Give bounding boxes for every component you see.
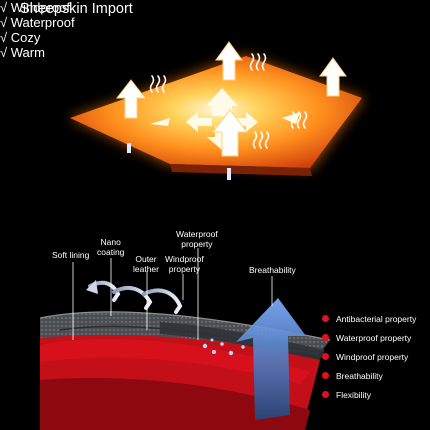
legend-item: Antibacterial property xyxy=(322,313,416,332)
property-legend: Antibacterial property Waterproof proper… xyxy=(322,313,416,408)
bullet-dot-icon xyxy=(322,315,329,322)
bullet-dot-icon xyxy=(322,391,329,398)
fabric-layers-diagram xyxy=(39,311,331,430)
feature-item: √ Waterproof xyxy=(0,15,75,30)
water-drop-icon xyxy=(202,338,245,356)
breathability-arrow-icon xyxy=(236,298,306,420)
feature-item: √ Warm xyxy=(0,45,45,60)
label-outer-leather: Outer leather xyxy=(133,254,159,274)
wind-arrowhead-icon xyxy=(86,280,98,294)
feature-item: √ Cozy xyxy=(0,30,41,45)
bullet-dot-icon xyxy=(322,372,329,379)
legend-item: Waterproof property xyxy=(322,332,416,351)
legend-item: Breathability xyxy=(322,370,416,389)
legend-item: Flexibility xyxy=(322,389,416,408)
feature-list: √ Windproof √ Waterproof √ Cozy √ Warm xyxy=(0,0,430,60)
product-title: Sheepskin Import xyxy=(20,1,133,17)
label-waterproof-property: Waterproof property xyxy=(176,229,218,249)
label-soft-lining: Soft lining xyxy=(52,250,90,260)
bullet-dot-icon xyxy=(322,353,329,360)
support-peg xyxy=(127,143,231,180)
label-leader-lines xyxy=(72,248,273,340)
legend-item: Windproof property xyxy=(322,351,416,370)
label-windproof-property: Windproof property xyxy=(165,254,204,274)
up-arrow-icon xyxy=(115,41,347,157)
label-breathability: Breathability xyxy=(249,265,296,275)
label-nano-coating: Nano coating xyxy=(97,237,125,257)
bullet-dot-icon xyxy=(322,334,329,341)
wind-swirl-icon xyxy=(88,280,183,314)
feature-item: √ Windproof xyxy=(0,0,70,15)
heat-wave-icon xyxy=(149,53,308,149)
